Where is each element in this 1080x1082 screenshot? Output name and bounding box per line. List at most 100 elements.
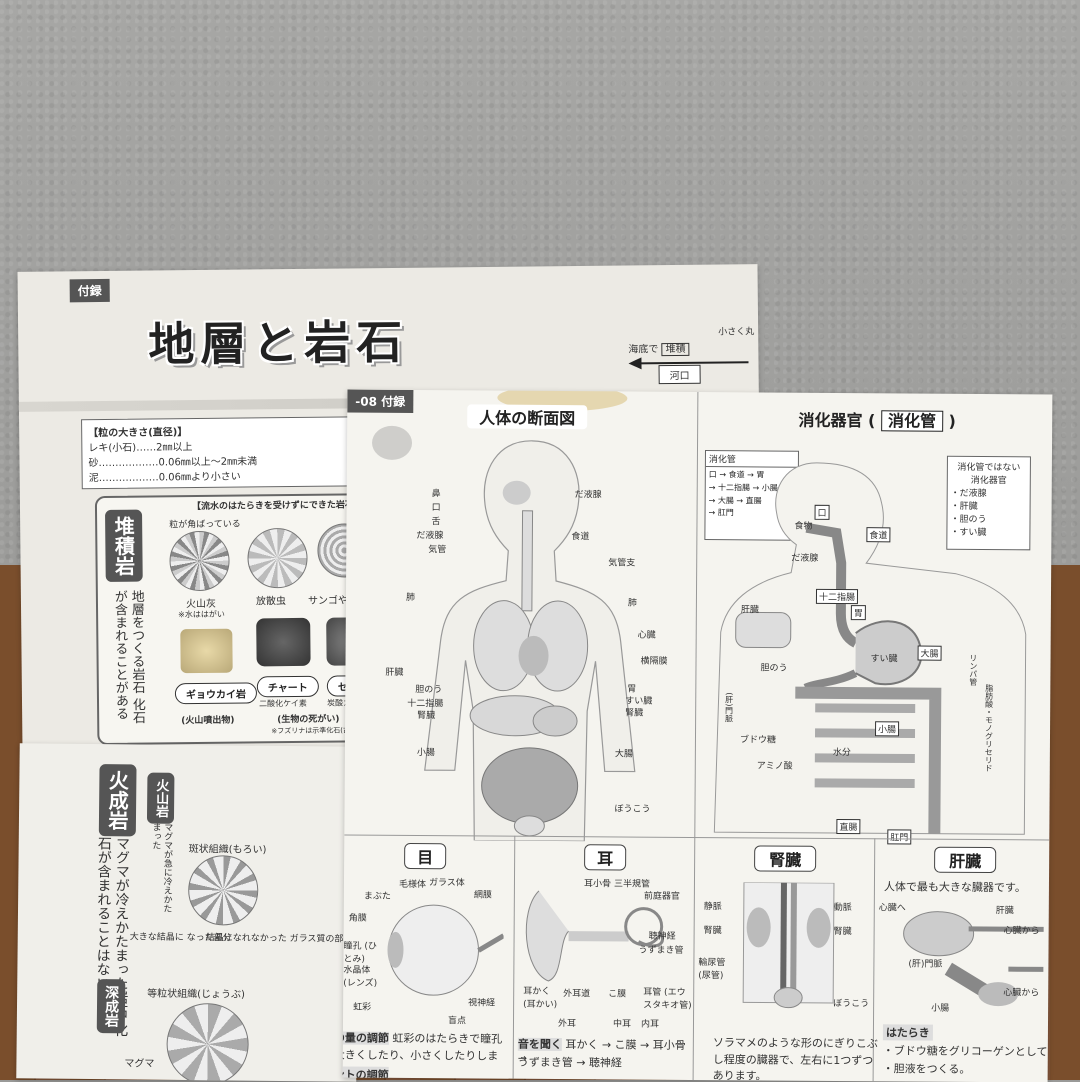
kidney-panel: 腎臓 静脈 動脈 腎臓 腎臓 輸尿管 (尿管) ぼうこう ソラマメのような形のに… (693, 837, 876, 1081)
cross-section-title: 人体の断面図 (467, 404, 587, 429)
chert-label: チャート (257, 676, 319, 698)
pupil-label: 瞳孔 (ひとみ) (343, 939, 383, 965)
dig-portal-label: (肝)門脈 (723, 692, 734, 722)
dig-food-label: 食物 (794, 519, 812, 532)
liver-title: 肝臓 (934, 847, 996, 873)
vein-label: 静脈 (704, 899, 722, 912)
portal-vein-label: (肝)門脈 (908, 956, 942, 969)
kidney-title: 腎臓 (754, 845, 816, 871)
eye-title: 目 (404, 843, 446, 869)
liver-small-intestine-label: 小腸 (931, 1001, 949, 1014)
volcanic-ejecta-label: (火山噴出物) (181, 713, 234, 727)
iris-label: 虹彩 (353, 1000, 371, 1013)
dig-duodenum-label: 十二指腸 (816, 589, 858, 604)
section-divider (694, 392, 698, 837)
liver-panel: 肝臓 人体で最も大きな臓器です。 心臓へ 肝臓 心臓から (肝)門脈 小腸 心臓… (873, 838, 1050, 1082)
vitreous-label: ガラス体 (429, 875, 465, 888)
river-mouth-label: 河口 (659, 365, 701, 384)
dig-large-label: 大腸 (918, 646, 942, 661)
bio-remains-label: (生物の死がい) (277, 712, 339, 726)
kidney-label-left: 腎臓 (417, 708, 435, 721)
eye-diagram (363, 895, 504, 1006)
rapid-cool-text: マグマが急に冷えかたまった (148, 823, 172, 913)
from-heart-label-2: 心臓から (1003, 985, 1039, 998)
chert-photo (256, 618, 310, 667)
dig-esophagus-label: 食道 (866, 527, 890, 542)
ossicles-label: 耳小骨 (584, 876, 611, 889)
silica-label: 二酸化ケイ素 (259, 698, 307, 710)
grain-row-mud: 泥………………0.06㎜より小さい (89, 466, 349, 484)
grain-size-box: 【粒の大きさ(直径)】 レキ(小石)……2㎜以上 砂………………0.06㎜以上〜… (81, 416, 356, 489)
ash-note: ※水ははがい (178, 609, 225, 620)
porphyritic-circle (188, 855, 259, 926)
retina-label: 網膜 (474, 887, 492, 900)
small-intestine-label: 小腸 (417, 745, 435, 758)
dig-glucose-label: ブドウ糖 (740, 732, 776, 745)
eustachian-label: 耳管 (エウスタキオ管) (643, 985, 693, 1011)
salivary-label-left: だ液腺 (416, 528, 443, 541)
gallbladder-label: 胆のう (415, 682, 442, 695)
radiolarian-circle (247, 528, 308, 589)
salivary-label-right: だ液腺 (575, 487, 602, 500)
eyelid-label: まぶた (364, 889, 391, 902)
dig-mouth-label: 口 (815, 505, 830, 520)
inner-ear-label: 内耳 (641, 1017, 659, 1030)
lung-label-left: 肺 (406, 590, 415, 603)
porphyritic-label: 斑状組織(もろい) (189, 840, 267, 856)
kidney-bladder-label: ぼうこう (833, 996, 869, 1009)
liver-intro: 人体で最も大きな臓器です。 (884, 878, 1026, 895)
liver-organ-label: 肝臓 (996, 903, 1014, 916)
dig-pancreas-label: すい臓 (871, 651, 898, 664)
optic-nerve-label: 視神経 (468, 995, 495, 1008)
large-intestine-label: 大腸 (615, 746, 633, 759)
human-body-diagram (384, 430, 677, 842)
ear-title: 耳 (584, 844, 626, 870)
sedimentary-badge: 堆積岩 (105, 510, 143, 582)
trachea-label: 気管 (428, 542, 446, 555)
dig-small-label: 小腸 (875, 721, 899, 736)
digestive-system-diagram (704, 432, 1047, 839)
outer-ear-label: 外耳 (558, 1016, 576, 1029)
lens-label: 水晶体 (レンズ) (343, 963, 383, 989)
heart-label: 心臓 (638, 628, 656, 641)
bronchus-label: 気管支 (608, 555, 635, 568)
magma-label: マグマ (124, 1054, 154, 1069)
dig-lymph-label: リンパ管 (967, 654, 978, 686)
artery-label: 動脈 (834, 900, 852, 913)
blind-spot-label: 盲点 (448, 1013, 466, 1026)
ciliary-label: 毛様体 (399, 877, 426, 890)
page-title: 地層と岩石 (148, 306, 409, 375)
cochlea-label: うずまき管 (638, 943, 683, 956)
plutonic-badge: 深成岩 (97, 979, 126, 1033)
to-heart-label: 心臓へ (879, 900, 906, 913)
sedimentary-vertical-text: 地層をつくる岩石 化石が含まれることがある (110, 590, 145, 730)
human-body-sheet: -08 付録 人体の断面図 鼻 口 舌 だ液腺 気管 肺 肝臓 胆のう 十二指腸… (343, 390, 1053, 1082)
from-heart-label: 心臓から (1004, 923, 1040, 936)
volcanic-badge: 火山岩 (147, 773, 175, 824)
ear-panel: 耳 耳小骨 三半規管 前庭器官 聴神経 うずまき管 耳かく (耳かい) 外耳道 … (513, 836, 696, 1080)
dig-rectum-label: 直腸 (836, 819, 860, 834)
dig-stomach-label: 胃 (851, 605, 866, 620)
mouth-label: 口 (432, 500, 441, 513)
igneous-badge: 火成岩 (99, 764, 137, 836)
cornea-label: 角膜 (349, 911, 367, 924)
volcanic-ash-label: 火山灰 (186, 595, 216, 610)
liver-work-title: はたらき (883, 1024, 933, 1040)
angular-grain-note: 粒が角ばっている (169, 517, 241, 531)
ureter-label: 輸尿管 (尿管) (698, 955, 734, 981)
dig-amino-label: アミノ酸 (757, 758, 793, 771)
ear-caption-2: うずまき管 → 聴神経 (518, 1054, 622, 1071)
esophagus-label: 食道 (571, 529, 589, 542)
tuff-label: ギョウカイ岩 (175, 682, 257, 704)
kidney-label-right: 腎臓 (625, 705, 643, 718)
kidney-caption: ソラマメのような形のにぎりこぶし程度の臓器で、左右に1つずつあります。 (713, 1035, 878, 1082)
small-round-label: 小さく丸 (718, 324, 754, 337)
appendix-tag: -08 付録 (347, 390, 413, 413)
tongue-label: 舌 (431, 514, 440, 527)
glass-label: 結晶になれなかった ガラス質の部分 (206, 930, 353, 945)
liver-label: 肝臓 (385, 665, 403, 678)
eye-panel: 目 まぶた 毛様体 ガラス体 網膜 角膜 瞳孔 (ひとみ) 水晶体 (レンズ) … (343, 835, 516, 1079)
diaphragm-label: 横隔膜 (640, 654, 667, 667)
liver-work-2: ・胆液をつくる。 (883, 1060, 971, 1077)
liver-work-1: ・ブドウ糖をグリコーゲンとして貯 (883, 1042, 1053, 1059)
